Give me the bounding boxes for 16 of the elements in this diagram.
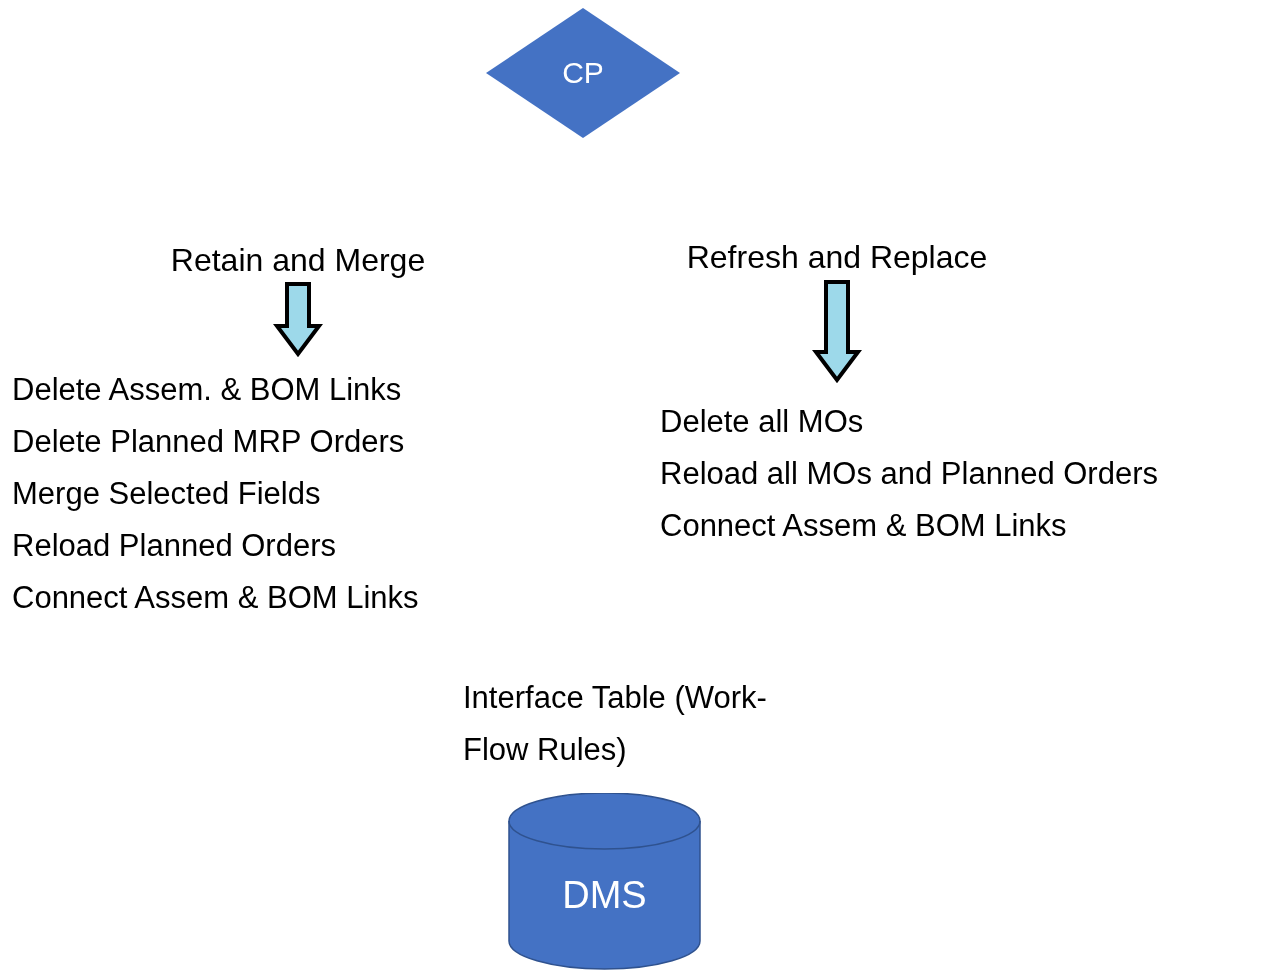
cylinder-heading: Interface Table (Work-Flow Rules)	[463, 679, 768, 769]
block-arrow	[812, 280, 862, 384]
block-arrow	[273, 282, 323, 358]
step-text: Connect Assem & BOM Links	[12, 579, 419, 617]
step-text: Delete Assem. & BOM Links	[12, 371, 402, 409]
step-text: Delete Planned MRP Orders	[12, 423, 405, 461]
step-text: Delete all MOs	[660, 403, 864, 441]
step-text: Reload Planned Orders	[12, 527, 336, 565]
heading-text: Refresh and Replace	[660, 232, 1014, 282]
step-text: Reload all MOs and Planned Orders	[660, 455, 1158, 493]
heading-text: Retain and Merge	[140, 236, 456, 284]
step-text: Connect Assem & BOM Links	[660, 507, 1067, 545]
decision-diamond	[486, 8, 680, 138]
diamond-label: CP	[562, 56, 604, 90]
step-text: Merge Selected Fields	[12, 475, 321, 513]
cylinder-label: DMS	[562, 873, 647, 917]
